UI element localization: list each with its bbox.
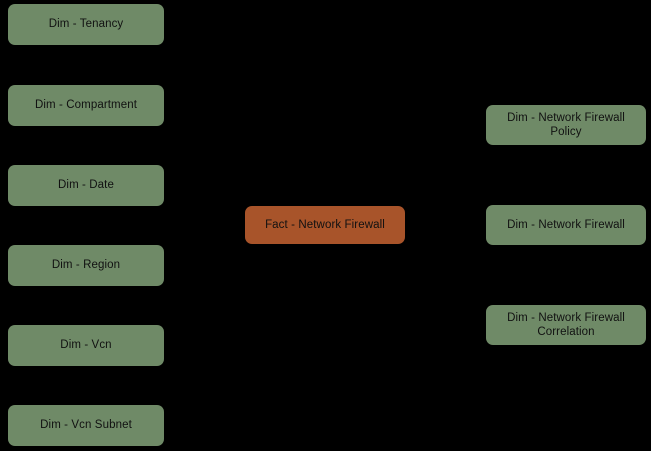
dimension-node-compartment[interactable]: Dim - Compartment [8,85,164,126]
node-label: Fact - Network Firewall [265,218,385,231]
dimension-node-vcn[interactable]: Dim - Vcn [8,325,164,366]
node-label: Dim - Region [51,259,121,272]
node-label: Dim - Vcn Subnet [40,419,132,432]
dimension-node-network-firewall[interactable]: Dim - Network Firewall [486,205,646,245]
dimension-node-tenancy[interactable]: Dim - Tenancy [8,4,164,45]
node-label: Dim - Network Firewall [507,218,625,231]
fact-node-network-firewall[interactable]: Fact - Network Firewall [245,206,405,244]
node-label: Dim - Vcn [60,339,112,352]
dimension-node-network-firewall-correlation[interactable]: Dim - Network Firewall Correlation [486,305,646,345]
node-label: Dim - Compartment [34,99,138,112]
node-label: Dim - Tenancy [48,18,124,31]
dimension-node-region[interactable]: Dim - Region [8,245,164,286]
dimension-node-network-firewall-policy[interactable]: Dim - Network Firewall Policy [486,105,646,145]
dimension-node-vcn-subnet[interactable]: Dim - Vcn Subnet [8,405,164,446]
node-label: Dim - Network Firewall Policy [507,111,625,138]
dimension-node-date[interactable]: Dim - Date [8,165,164,206]
node-label: Dim - Date [58,179,114,192]
node-label: Dim - Network Firewall Correlation [507,311,625,338]
